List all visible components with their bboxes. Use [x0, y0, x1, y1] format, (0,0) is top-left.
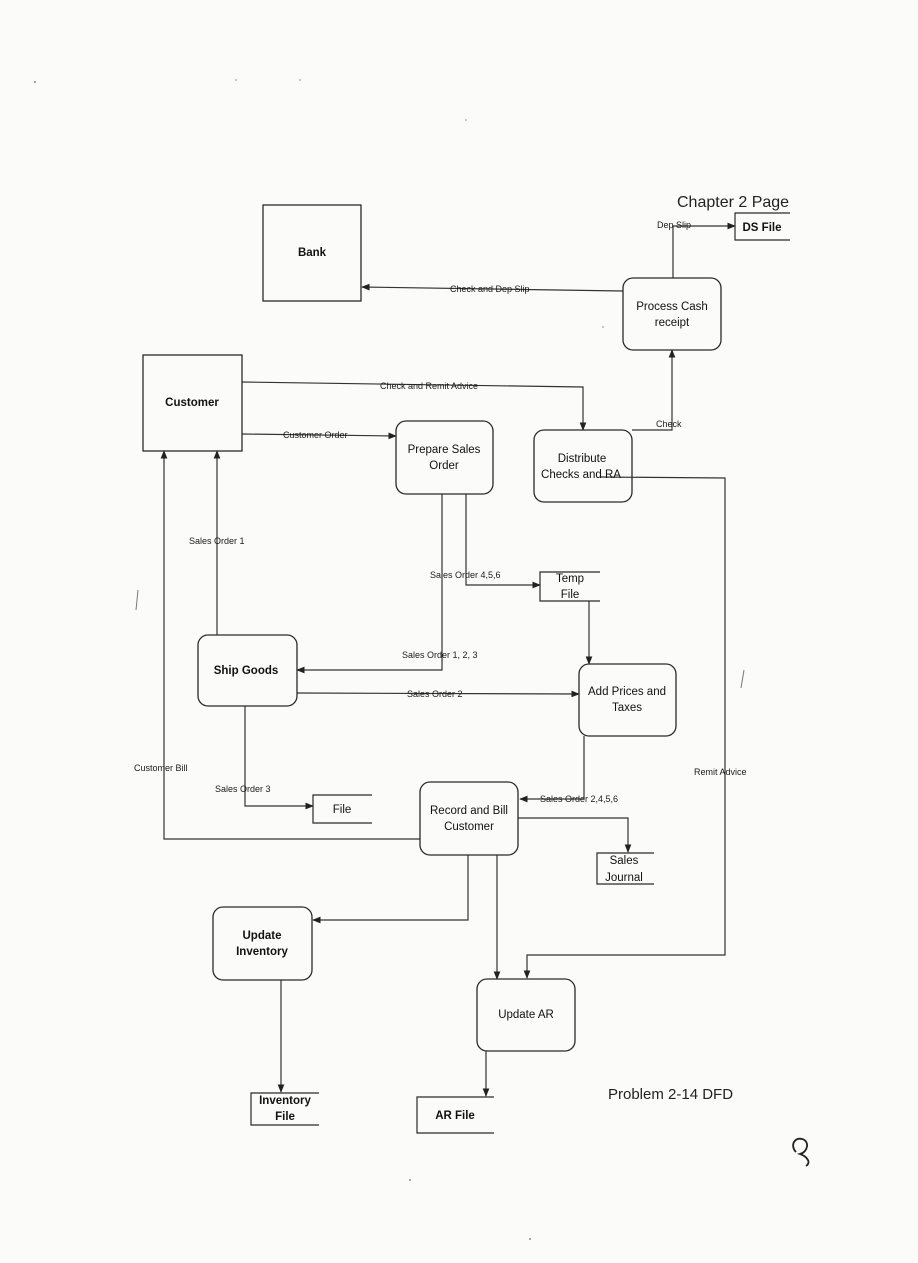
store-ds-file: DS File: [734, 212, 790, 241]
store-inventory-file: Inventory File: [250, 1092, 319, 1126]
flow-label-sales-order-123: Sales Order 1, 2, 3: [402, 650, 478, 660]
flow-label-sales-order-1: Sales Order 1: [189, 536, 245, 546]
flow-customer-bill: [160, 450, 420, 840]
flow-sales-order-3: [244, 706, 314, 810]
process-ship-goods: Ship Goods: [197, 634, 298, 707]
process-add-prices: Add Prices and Taxes: [578, 663, 677, 737]
process-process-cash-receipt: Process Cash receipt: [622, 277, 722, 351]
inventory-file-label-2: File: [275, 1111, 295, 1123]
flow-remit-advice: [523, 476, 726, 979]
ship-goods-label: Ship Goods: [214, 665, 279, 677]
distribute-label-2: Checks and RA: [541, 469, 621, 481]
flow-check-remit: [241, 381, 587, 431]
flow-label-check-remit: Check and Remit Advice: [380, 381, 478, 391]
flow-label-customer-order: Customer Order: [283, 430, 348, 440]
flow-dep-slip: [672, 222, 736, 278]
update-ar-label: Update AR: [498, 1009, 554, 1021]
handwritten-page-number: [792, 1137, 810, 1167]
record-bill-label-1: Record and Bill: [430, 805, 508, 817]
process-distribute-checks: Distribute Checks and RA: [533, 429, 633, 503]
prepare-sales-label-1: Prepare Sales: [408, 444, 481, 456]
entity-customer: Customer: [142, 354, 243, 452]
update-inventory-label-2: Inventory: [236, 946, 288, 958]
store-temp-file: Temp File: [539, 571, 600, 602]
flow-sales-order-456: [465, 494, 541, 589]
flow-label-sales-order-2: Sales Order 2: [407, 689, 463, 699]
scan-specks: [34, 79, 745, 1240]
store-sales-journal: Sales Journal: [596, 852, 654, 885]
flow-label-sales-order-2456: Sales Order 2,4,5,6: [540, 794, 618, 804]
flow-label-check: Check: [656, 419, 682, 429]
flow-label-sales-order-456: Sales Order 4,5,6: [430, 570, 501, 580]
page-header: Chapter 2 Page: [677, 194, 789, 211]
ds-file-label: DS File: [743, 222, 782, 234]
add-prices-label-1: Add Prices and: [588, 686, 666, 698]
flow-sales-order-2: [296, 690, 580, 698]
inventory-file-label-1: Inventory: [259, 1095, 311, 1107]
flow-sales-order-2456: [519, 736, 585, 803]
update-inventory-label-1: Update: [243, 930, 282, 942]
entity-bank: Bank: [262, 204, 362, 302]
flow-record-to-journal: [518, 817, 632, 853]
file-label: File: [333, 804, 352, 816]
process-cash-label-1: Process Cash: [636, 301, 708, 313]
store-ar-file: AR File: [416, 1096, 494, 1134]
sales-journal-label-2: Journal: [605, 872, 643, 884]
flow-label-sales-order-3: Sales Order 3: [215, 784, 271, 794]
flow-record-to-inventory: [312, 855, 469, 924]
flow-label-check-dep-slip: Check and Dep Slip: [450, 284, 530, 294]
process-record-and-bill: Record and Bill Customer: [419, 781, 519, 856]
process-prepare-sales-order: Prepare Sales Order: [395, 420, 494, 495]
flow-check: [632, 349, 676, 431]
flow-label-dep-slip: Dep Slip: [657, 220, 691, 230]
temp-file-label-1: Temp: [556, 573, 584, 585]
process-update-ar: Update AR: [476, 978, 576, 1052]
store-file: File: [312, 794, 372, 824]
flow-label-customer-bill: Customer Bill: [134, 763, 188, 773]
flow-customer-order: [241, 432, 397, 440]
flow-check-dep-slip: [361, 283, 624, 292]
temp-file-label-2: File: [561, 589, 580, 601]
flow-sales-order-123: [296, 494, 443, 674]
flow-label-remit-advice: Remit Advice: [694, 767, 747, 777]
distribute-label-1: Distribute: [558, 453, 607, 465]
process-cash-label-2: receipt: [655, 317, 690, 329]
sales-journal-label-1: Sales: [610, 855, 639, 867]
diagram-caption: Problem 2-14 DFD: [608, 1086, 733, 1103]
entity-customer-label: Customer: [165, 397, 219, 409]
record-bill-label-2: Customer: [444, 821, 494, 833]
ar-file-label: AR File: [435, 1110, 475, 1122]
process-update-inventory: Update Inventory: [212, 906, 313, 981]
entity-bank-label: Bank: [298, 247, 327, 259]
prepare-sales-label-2: Order: [429, 460, 459, 472]
add-prices-label-2: Taxes: [612, 702, 642, 714]
